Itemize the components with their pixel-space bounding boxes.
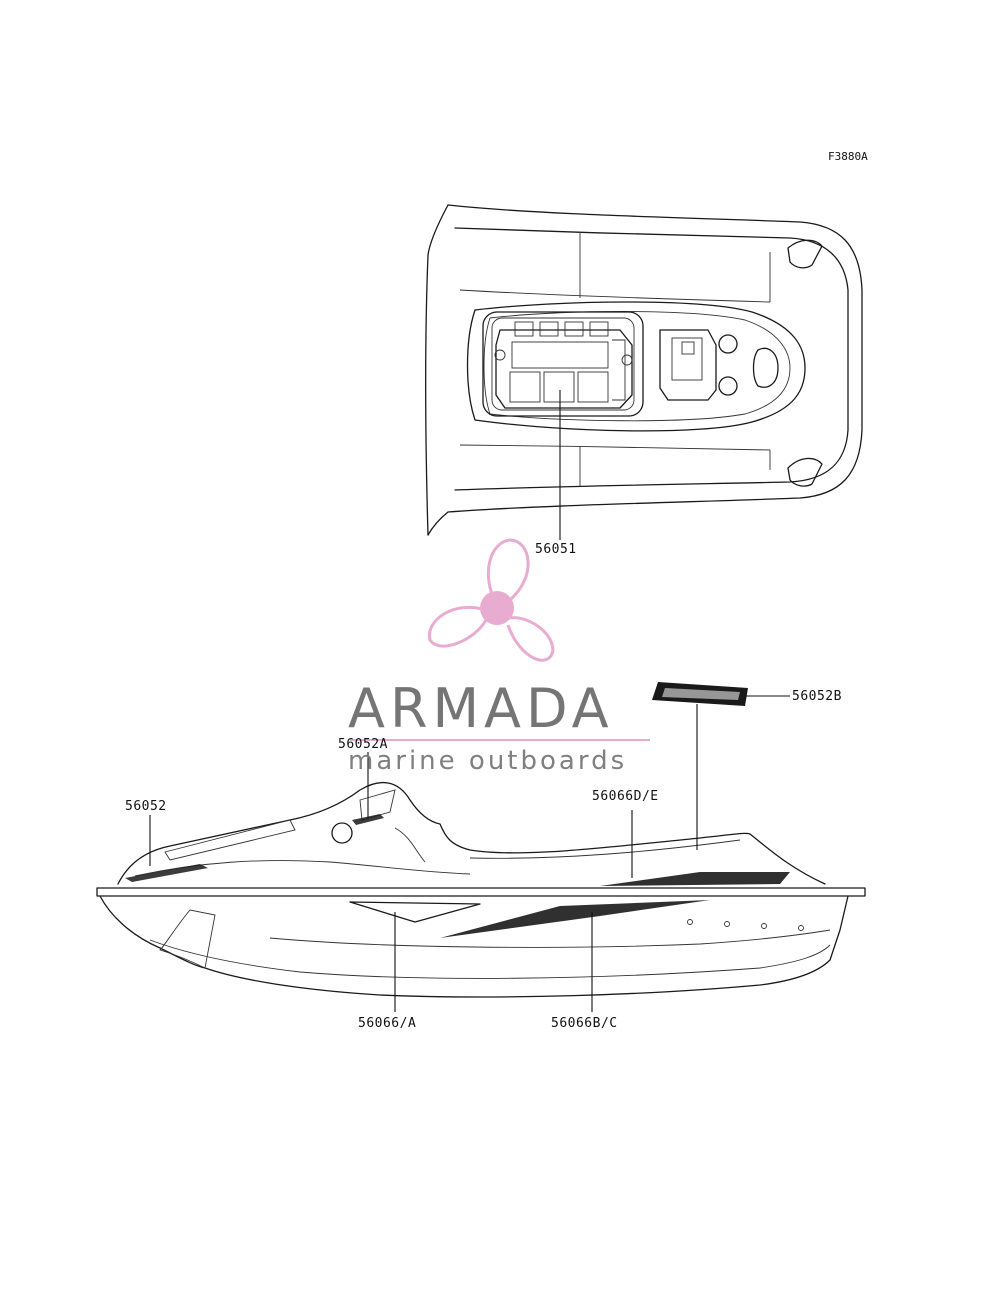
decal-56052A-graphic — [352, 814, 384, 825]
decal-56052-graphic — [125, 864, 208, 882]
callout-56052: 56052 — [125, 799, 167, 814]
callout-56066DE: 56066D/E — [592, 789, 659, 804]
watermark-brand: ARMADA — [348, 677, 614, 740]
figure-code: F3880A — [828, 150, 868, 163]
callout-56066A: 56066/A — [358, 1016, 416, 1031]
leader-lines — [149, 390, 790, 1012]
top-view-hull — [425, 204, 863, 536]
callout-56052A: 56052A — [338, 737, 388, 752]
callouts: 56051 56052 56052A 56052B 56066D/E 56066… — [125, 542, 842, 1031]
callout-56051: 56051 — [535, 542, 577, 557]
watermark-tagline: marine outboards — [348, 746, 627, 776]
decal-56052B-graphic — [652, 682, 748, 706]
propeller-icon — [428, 538, 555, 662]
watermark: ARMADA marine outboards — [348, 538, 650, 776]
decal-56066BC-graphic — [440, 900, 710, 938]
callout-56066BC: 56066B/C — [551, 1016, 618, 1031]
decal-56066DE-graphic — [600, 872, 790, 886]
callout-56052B: 56052B — [792, 689, 842, 704]
decal-56066A-graphic — [349, 901, 481, 923]
side-view-hull — [96, 781, 866, 998]
